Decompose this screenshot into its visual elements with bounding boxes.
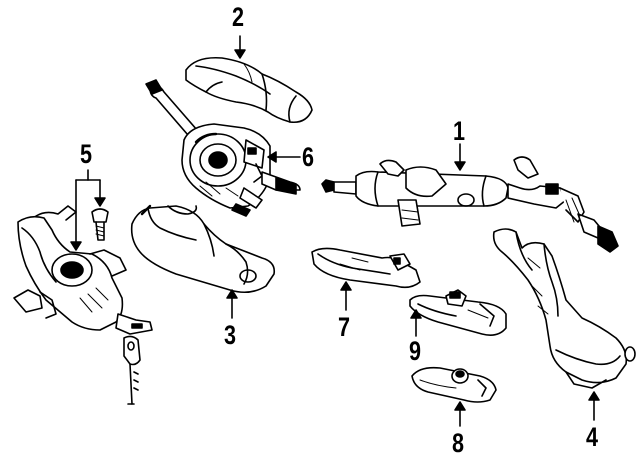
callout-9: 9 bbox=[409, 336, 422, 366]
callout-5: 5 bbox=[80, 139, 93, 169]
ignition-lock-assembly bbox=[14, 206, 152, 404]
column-cover-piece-8 bbox=[412, 368, 496, 402]
callout-4: 4 bbox=[586, 422, 599, 452]
combination-switch bbox=[146, 80, 300, 216]
callout-7: 7 bbox=[338, 312, 351, 342]
lower-bracket bbox=[312, 248, 420, 287]
callout-1: 1 bbox=[453, 116, 466, 146]
leader-5 bbox=[70, 169, 106, 251]
callout-8: 8 bbox=[452, 428, 465, 458]
leader-3 bbox=[226, 289, 238, 319]
leader-8 bbox=[454, 401, 466, 427]
leader-7 bbox=[340, 281, 352, 311]
steering-column bbox=[322, 157, 618, 252]
leader-1 bbox=[454, 143, 466, 171]
leader-2 bbox=[234, 35, 246, 59]
column-boot bbox=[494, 229, 635, 388]
callout-3: 3 bbox=[224, 320, 237, 350]
callout-2: 2 bbox=[232, 2, 245, 32]
callout-6: 6 bbox=[302, 142, 315, 172]
column-cover-piece-9 bbox=[410, 290, 506, 335]
leader-6 bbox=[267, 151, 301, 163]
leader-4 bbox=[588, 391, 600, 421]
upper-column-cover bbox=[186, 58, 312, 123]
lower-column-cover bbox=[132, 206, 275, 292]
leader-9 bbox=[410, 309, 422, 337]
